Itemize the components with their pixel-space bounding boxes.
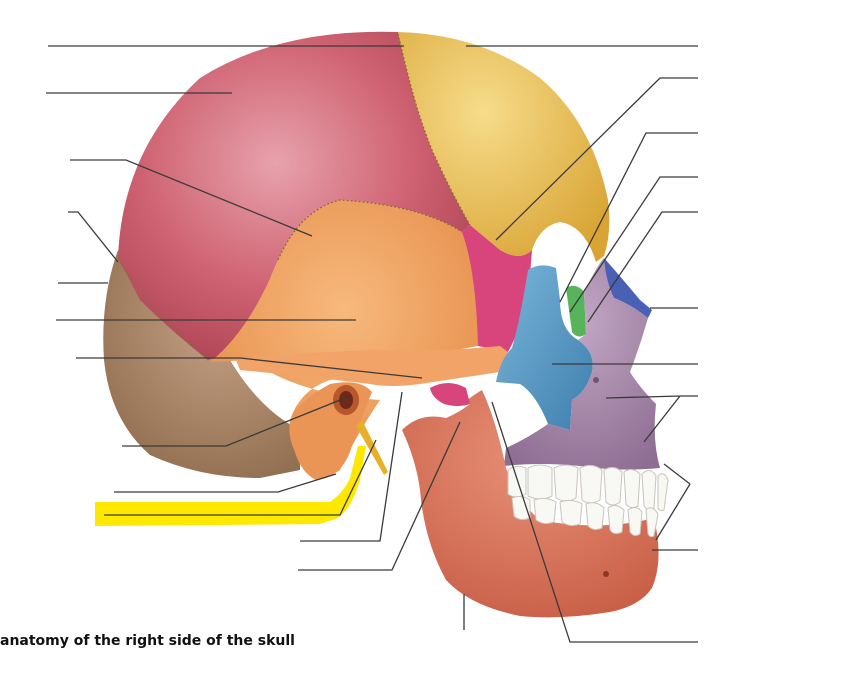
frontal-bone [398, 32, 610, 262]
parietal-bone [118, 31, 470, 360]
leader-4 [68, 211, 119, 263]
leader-18 [587, 211, 698, 323]
zygomatic-bone [496, 265, 593, 430]
maxilla-bone [504, 258, 660, 470]
sphenoid-bone [462, 225, 532, 352]
leader-22 [655, 463, 691, 541]
lacrimal-bone [566, 285, 586, 337]
leader-17 [569, 176, 698, 313]
leader-15 [495, 77, 698, 241]
leader-24 [491, 401, 698, 643]
mandibular-condyle [430, 383, 470, 406]
teeth [507, 464, 669, 538]
leader-16 [559, 132, 698, 303]
leader-9 [114, 473, 337, 493]
leader-21 [605, 395, 698, 443]
zygomatic-arch [236, 346, 508, 386]
label-leaders [46, 45, 698, 643]
mandible-bone [402, 390, 659, 618]
yellow-highlight [95, 446, 366, 526]
nasal-bone [604, 258, 652, 318]
leader-11 [300, 391, 403, 542]
temporal-bone [210, 200, 478, 474]
leader-7 [76, 357, 423, 379]
leader-8 [122, 395, 351, 447]
leader-10 [104, 439, 377, 516]
leader-12 [298, 421, 461, 571]
figure-caption: anatomy of the right side of the skull [0, 633, 295, 649]
leader-3 [70, 159, 313, 237]
